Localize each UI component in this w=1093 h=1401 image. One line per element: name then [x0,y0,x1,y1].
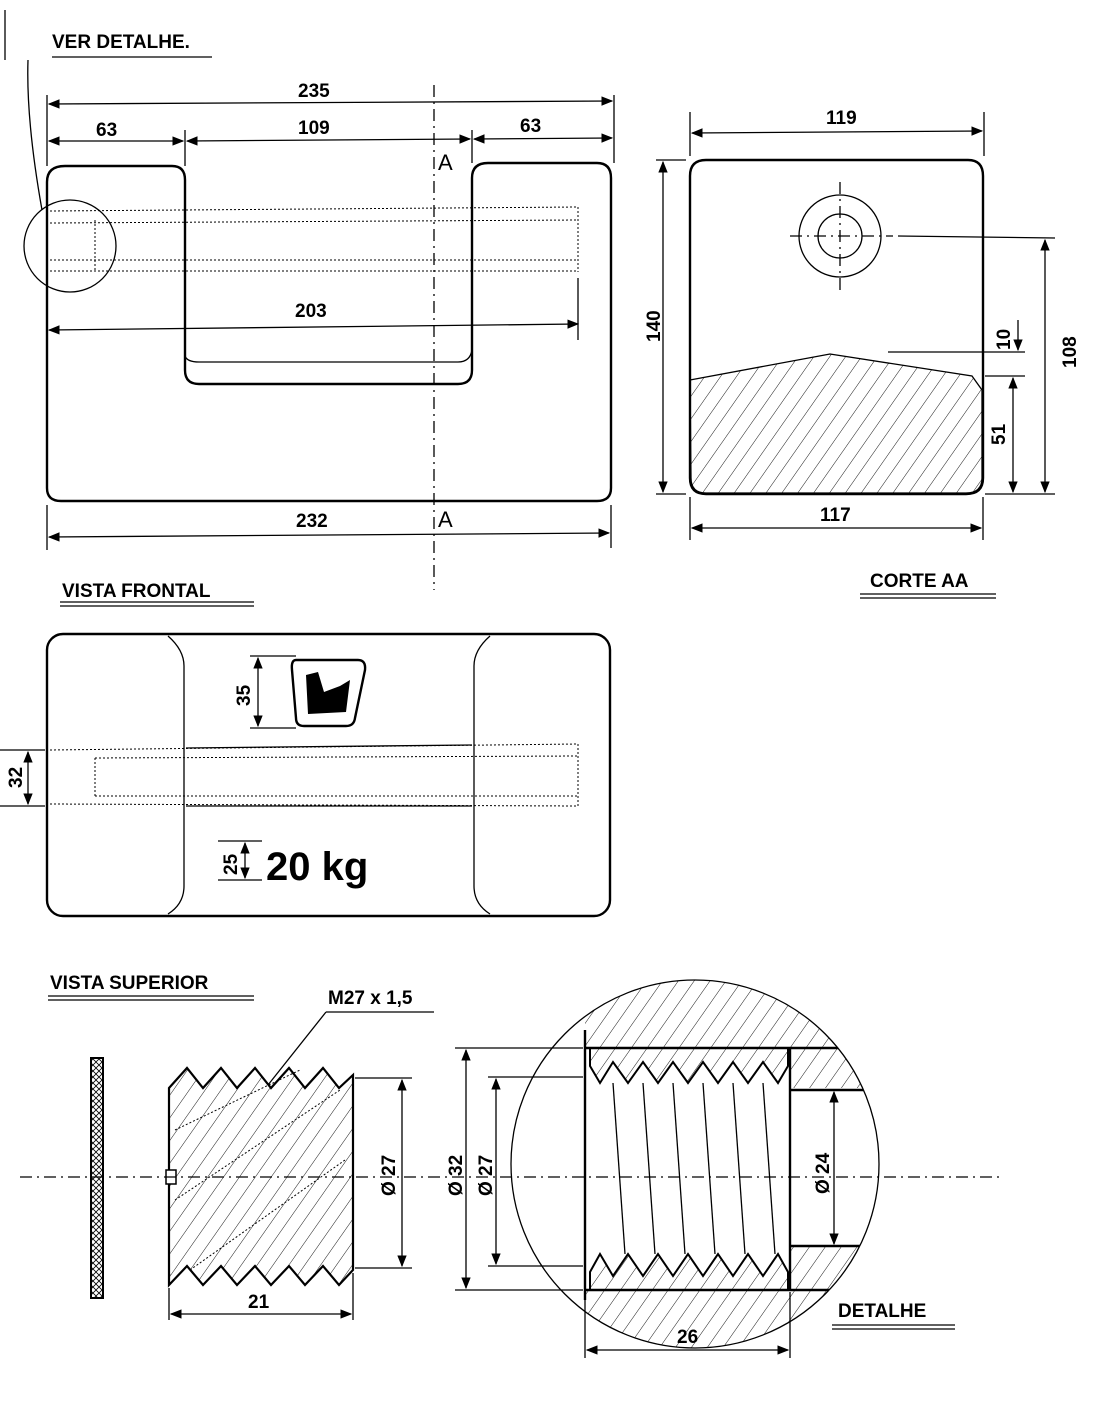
dim-bore-dia: 32 [6,767,27,788]
trademark-logo [290,658,367,728]
dim-section-width-top: 119 [826,108,857,129]
corte-aa-title: CORTE AA [870,571,969,592]
dim-text-height: 25 [221,853,242,875]
thread-spec-label: M27 x 1,5 [328,988,413,1009]
dim-thread-length: 26 [677,1327,698,1348]
section-fill-hatch [689,353,983,494]
front-view: A A 235 63 109 63 203 232 VISTA FRONTAL [45,81,615,607]
dim-overall-bottom: 232 [296,511,328,532]
ver-detalhe-label: VER DETALHE. [52,32,190,53]
dim-outer-dia: Ø 32 [446,1155,467,1196]
detail-callout-circle [23,199,117,293]
cap-plate [90,1057,104,1299]
dim-left-block: 63 [96,120,117,141]
dim-slot-width: 109 [298,118,330,139]
dim-gap: 10 [994,329,1015,350]
front-view-outline [45,161,613,503]
detalhe-title: DETALHE [838,1301,926,1322]
internal-thread-teeth-bottom [589,1251,789,1291]
vista-frontal-title: VISTA FRONTAL [62,581,211,602]
dim-plug-dia: Ø 27 [379,1155,400,1196]
dim-logo-height: 35 [234,684,255,706]
section-outline [688,158,985,496]
dim-section-height: 140 [644,310,665,342]
dim-thread-dia: Ø 27 [476,1155,497,1196]
dim-fill-height: 51 [989,423,1010,445]
vista-superior-title: VISTA SUPERIOR [50,973,209,994]
section-mark-a-bottom: A [438,507,453,532]
section-aa-view: 119 117 140 108 10 51 CORTE AA [644,108,1081,599]
dim-section-width-bottom: 117 [820,505,851,526]
dim-plug-length: 21 [248,1292,270,1313]
dim-inner-bore: 203 [295,301,327,322]
section-mark-a-top: A [438,150,453,175]
dim-hole-height: 108 [1060,336,1081,368]
mass-label: 20 kg [266,845,368,889]
ver-detalhe-callout: VER DETALHE. [4,10,212,293]
plug-drawing: M27 x 1,5 21 Ø 27 [20,988,1000,1320]
dim-overall-top: 235 [298,81,330,102]
top-view: 35 32 25 20 kg VISTA SUPERIOR [0,632,612,1001]
dim-right-block: 63 [520,116,541,137]
dim-inner-dia: Ø 24 [813,1152,834,1194]
thread-detail: Ø 32 Ø 27 Ø 24 26 DETALHE [446,979,955,1358]
top-view-outline [45,632,612,918]
internal-thread-teeth [589,1047,789,1085]
logo-mark-icon [306,672,350,714]
